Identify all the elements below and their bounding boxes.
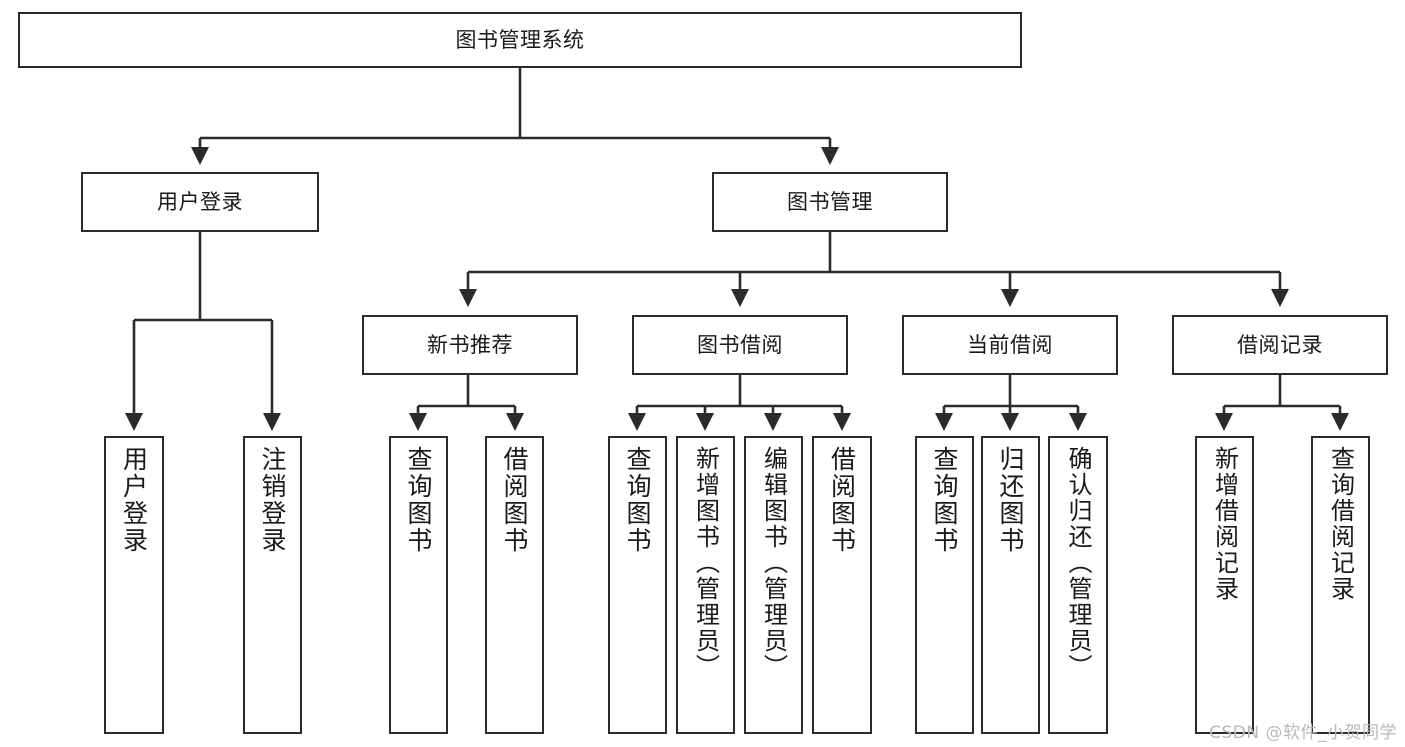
node-label: 查询图书 <box>404 446 433 554</box>
node-leaf-logout[interactable]: 注销登录 <box>243 436 302 734</box>
node-label: 新书推荐 <box>427 332 513 357</box>
node-leaf-return-book[interactable]: 归还图书 <box>981 436 1040 734</box>
node-book-borrow[interactable]: 图书借阅 <box>632 315 848 375</box>
node-label: 新增借阅记录 <box>1210 446 1239 602</box>
node-leaf-query-record[interactable]: 查询借阅记录 <box>1311 436 1370 734</box>
node-leaf-add-record[interactable]: 新增借阅记录 <box>1195 436 1254 734</box>
node-root-system[interactable]: 图书管理系统 <box>18 12 1022 68</box>
node-label: 借阅记录 <box>1237 332 1323 357</box>
node-leaf-borrow-book-2[interactable]: 借阅图书 <box>812 436 872 734</box>
node-label: 注销登录 <box>258 446 287 554</box>
node-leaf-confirm-return[interactable]: 确认归还（管理员） <box>1048 436 1108 734</box>
node-label: 查询图书 <box>930 446 959 554</box>
node-label: 归还图书 <box>996 446 1025 554</box>
node-leaf-query-book-3[interactable]: 查询图书 <box>915 436 974 734</box>
node-leaf-edit-book[interactable]: 编辑图书（管理员） <box>744 436 803 734</box>
node-label: 用户登录 <box>119 446 149 554</box>
node-user-login[interactable]: 用户登录 <box>81 172 319 232</box>
node-current-borrow[interactable]: 当前借阅 <box>902 315 1118 375</box>
node-label: 新增图书（管理员） <box>691 446 720 680</box>
node-label: 图书借阅 <box>697 332 783 357</box>
node-borrow-record[interactable]: 借阅记录 <box>1172 315 1388 375</box>
node-leaf-query-book-2[interactable]: 查询图书 <box>608 436 667 734</box>
node-label: 借阅图书 <box>500 446 529 554</box>
node-label: 图书管理 <box>787 189 873 214</box>
node-label: 查询图书 <box>623 446 652 554</box>
node-leaf-query-book-1[interactable]: 查询图书 <box>389 436 448 734</box>
node-label: 借阅图书 <box>827 446 857 554</box>
node-label: 确认归还（管理员） <box>1064 446 1092 680</box>
node-label: 当前借阅 <box>967 332 1053 357</box>
node-leaf-add-book[interactable]: 新增图书（管理员） <box>676 436 735 734</box>
node-label: 图书管理系统 <box>455 27 585 52</box>
node-label: 编辑图书（管理员） <box>759 446 788 680</box>
node-label: 用户登录 <box>157 189 243 214</box>
node-book-manage[interactable]: 图书管理 <box>712 172 948 232</box>
node-leaf-user-login[interactable]: 用户登录 <box>104 436 164 734</box>
node-leaf-borrow-book-1[interactable]: 借阅图书 <box>485 436 544 734</box>
node-label: 查询借阅记录 <box>1326 446 1355 602</box>
node-new-book-recommend[interactable]: 新书推荐 <box>362 315 578 375</box>
